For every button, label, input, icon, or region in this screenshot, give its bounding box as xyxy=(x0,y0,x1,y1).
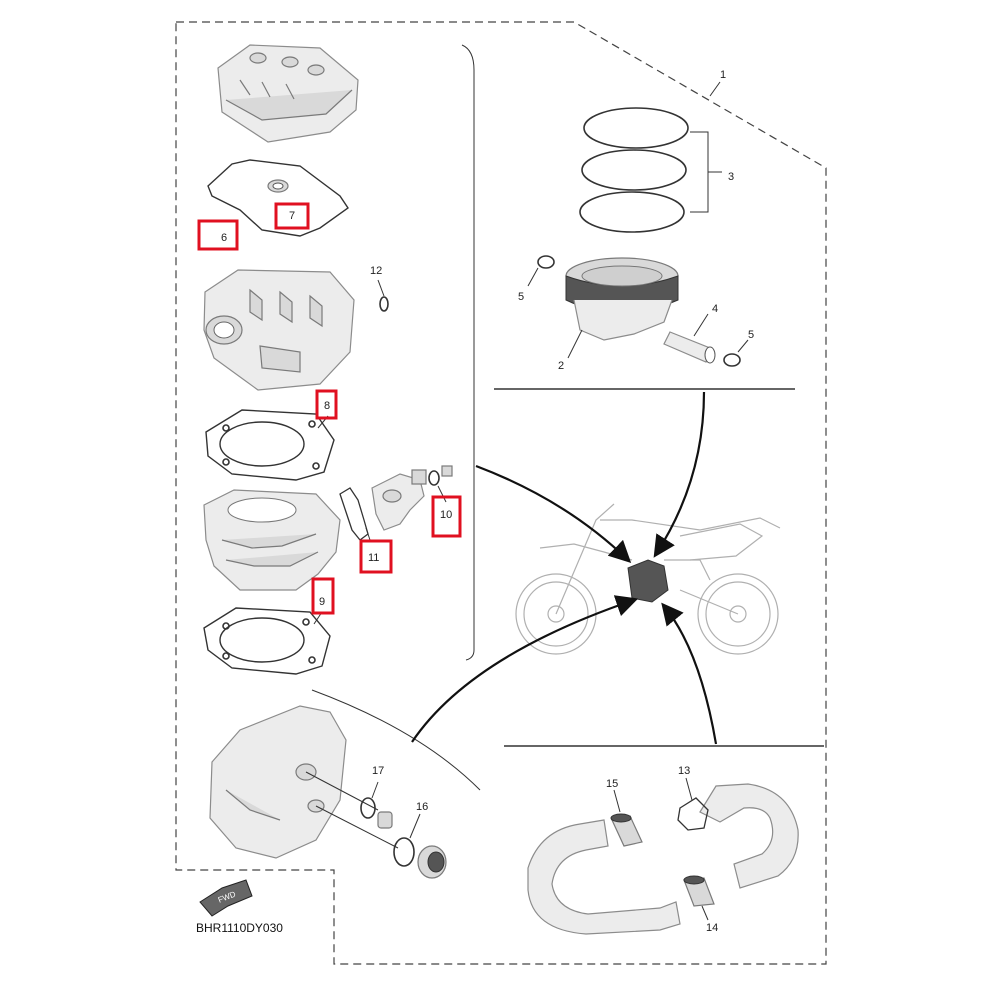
callout-4: 4 xyxy=(712,303,718,315)
crankcase-section-divider xyxy=(311,689,481,791)
arrow-from-crankcase xyxy=(411,595,639,743)
left-column-divider xyxy=(461,44,475,661)
tensioner-bolt xyxy=(441,465,453,477)
plug-seal xyxy=(267,179,289,193)
piston xyxy=(565,257,679,341)
callout-6: 6 xyxy=(221,232,227,244)
callout-9: 9 xyxy=(319,596,325,608)
arrow-from-exhaust xyxy=(661,602,718,745)
exhaust-pipe xyxy=(527,783,799,935)
highlight-box-9 xyxy=(311,577,335,615)
cylinder xyxy=(203,489,341,591)
highlight-box-7 xyxy=(274,202,310,230)
callout-10: 10 xyxy=(440,509,452,521)
exhaust-gasket xyxy=(677,797,709,831)
highlight-box-10 xyxy=(431,495,462,538)
arrow-from-piston xyxy=(653,391,706,558)
callout-3: 3 xyxy=(728,171,734,183)
callout-11: 11 xyxy=(368,552,379,564)
small-o-ring xyxy=(379,296,389,312)
highlight-box-8 xyxy=(315,389,338,420)
exhaust-sleeve-lower xyxy=(683,875,715,907)
piston-ring-oil xyxy=(579,191,685,233)
circlip-right xyxy=(723,353,741,367)
callout-7: 7 xyxy=(289,210,295,222)
circlip-left xyxy=(537,255,555,269)
callout-8: 8 xyxy=(324,400,330,412)
cover-o-ring-small xyxy=(360,797,376,819)
cylinder-base-gasket xyxy=(203,607,331,675)
tensioner-o-ring xyxy=(428,470,440,486)
fwd-badge: FWD xyxy=(199,879,253,917)
highlight-box-11 xyxy=(359,539,393,574)
arrow-from-left-column xyxy=(475,464,632,564)
callout-15: 15 xyxy=(606,778,618,790)
tensioner-gasket xyxy=(339,487,369,541)
motorcycle-outline xyxy=(515,503,781,655)
cover-plug-large xyxy=(417,845,447,879)
callout-14: 14 xyxy=(706,922,718,934)
callout-1: 1 xyxy=(720,69,726,81)
piston-ring-second xyxy=(581,149,687,191)
piston-pin xyxy=(663,331,716,364)
cylinder-head-gasket xyxy=(205,409,335,481)
cam-chain-tensioner xyxy=(371,469,427,531)
callout-13: 13 xyxy=(678,765,690,777)
cover-o-ring-large xyxy=(393,837,415,867)
callout-5a: 5 xyxy=(518,291,524,303)
cover-plug-small xyxy=(377,811,393,829)
callout-12: 12 xyxy=(370,265,382,277)
callout-17: 17 xyxy=(372,765,384,777)
callout-5b: 5 xyxy=(748,329,754,341)
kit-boundary xyxy=(175,21,827,965)
callout-16: 16 xyxy=(416,801,428,813)
callout-2: 2 xyxy=(558,360,564,372)
cylinder-head xyxy=(203,269,355,391)
piston-ring-top xyxy=(583,107,689,149)
cylinder-head-cover xyxy=(217,44,359,143)
diagram-code: BHR1110DY030 xyxy=(196,921,283,935)
head-cover-gasket xyxy=(207,159,349,237)
highlight-box-6 xyxy=(197,219,239,251)
exhaust-sleeve-upper xyxy=(610,813,643,847)
